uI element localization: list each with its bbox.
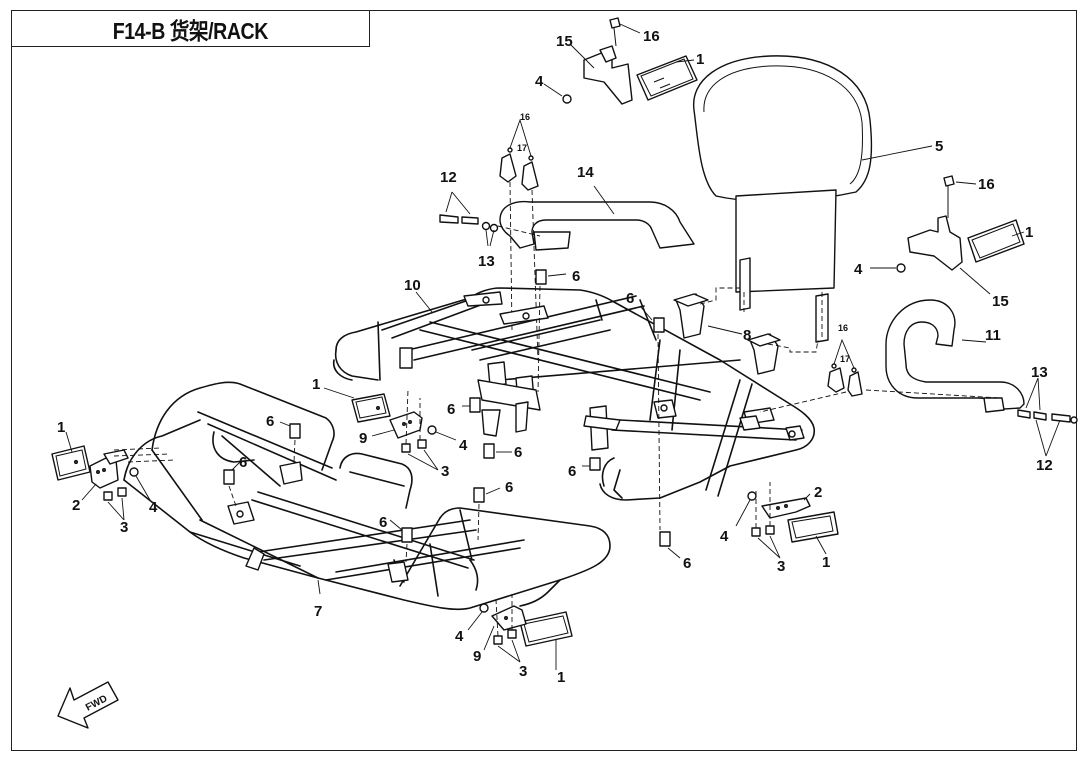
callout-16-right: 16 [978, 176, 995, 193]
callout-6-f: 6 [239, 454, 247, 471]
front-rack-7 [123, 381, 611, 611]
nut-4-bottom [479, 603, 489, 613]
rear-rack-10 [332, 287, 816, 501]
reflector-bracket-lowright [761, 497, 811, 519]
callout-7: 7 [314, 603, 322, 620]
reflector-bracket-mid [389, 411, 423, 439]
reflector-bracket-bottom [491, 605, 527, 631]
callout-10: 10 [404, 277, 421, 294]
mount-clips-right [759, 338, 1001, 413]
callout-11: 11 [985, 327, 1001, 344]
callout-6-h: 6 [505, 479, 513, 496]
callout-6-e: 6 [266, 413, 274, 430]
nut-4-left [129, 467, 139, 477]
callout-16-small-a: 16 [520, 112, 530, 122]
callout-6-a: 6 [572, 268, 580, 285]
callout-4-right: 4 [854, 261, 863, 278]
screws-3-bottom [493, 594, 521, 663]
callout-1-top: 1 [696, 51, 704, 68]
callout-2-left: 2 [72, 497, 80, 514]
reflector-bracket-right [907, 215, 963, 271]
callout-1-right: 1 [1025, 224, 1033, 241]
callout-3-left: 3 [120, 519, 128, 536]
callout-15-right: 15 [992, 293, 1009, 310]
callout-3-mid: 3 [441, 463, 449, 480]
callout-1-lowright: 1 [822, 554, 830, 571]
callout-16-top: 16 [643, 28, 660, 45]
page-title: F14-B 货架/RACK [112, 17, 269, 44]
callout-4-mid: 4 [459, 437, 468, 454]
grab-bar-14 [499, 200, 695, 251]
callout-3-right: 3 [777, 558, 785, 575]
callout-4-bottom: 4 [455, 628, 464, 645]
bolt-16-top [609, 17, 621, 47]
reflector-lowright [787, 511, 839, 543]
bolt-16-right [943, 175, 955, 218]
grab-bar-11 [885, 299, 1025, 413]
drawing-frame [11, 10, 1077, 751]
callout-2-right: 2 [814, 484, 822, 501]
nut-4-mid [427, 425, 437, 435]
callout-6-b: 6 [626, 290, 634, 307]
callout-9-a: 9 [359, 430, 367, 447]
callout-17-small-b: 17 [840, 354, 850, 364]
callout-8: 8 [743, 327, 751, 344]
bolts-12-13-right [1017, 377, 1078, 457]
bolts-12-13-left [439, 191, 541, 247]
mount-clips-upper [499, 118, 539, 191]
callout-12-right: 12 [1036, 457, 1053, 474]
callout-4-lowright: 4 [720, 528, 729, 545]
reflector-left [51, 445, 91, 481]
callout-1-bottom: 1 [557, 669, 565, 686]
callout-6-i: 6 [379, 514, 387, 531]
screws-3-lowright [751, 482, 781, 559]
callout-13-right: 13 [1031, 364, 1048, 381]
reflector-bracket-top [583, 45, 633, 105]
stanchion-sleeves-8 [673, 287, 819, 375]
fwd-arrow-icon [57, 681, 119, 729]
callout-6-j: 6 [683, 555, 691, 572]
title-block: F14-B 货架/RACK [11, 10, 370, 47]
nut-4-lowright [747, 491, 757, 501]
reflector-bracket-left [89, 449, 129, 489]
callout-14: 14 [577, 164, 594, 181]
reflector-bottom [519, 611, 573, 647]
callout-3-bottom: 3 [519, 663, 527, 680]
callout-4-top: 4 [535, 73, 544, 90]
reflector-mid [351, 393, 391, 423]
callout-1-mid: 1 [312, 376, 320, 393]
callout-15-top: 15 [556, 33, 573, 50]
callout-4-left: 4 [149, 499, 158, 516]
reflector-right [967, 219, 1025, 263]
callout-9-bottom: 9 [473, 648, 481, 665]
callout-5: 5 [935, 138, 943, 155]
bolts-6-front [223, 423, 485, 563]
callout-17-small-a: 17 [517, 143, 527, 153]
screws-3-left [103, 487, 127, 521]
backrest-pad [693, 55, 873, 343]
nut-4-right [896, 263, 906, 273]
callout-12-left: 12 [440, 169, 457, 186]
callout-16-small-b: 16 [838, 323, 848, 333]
nut-4-top [562, 94, 572, 104]
callout-6-d: 6 [514, 444, 522, 461]
callout-6-g: 6 [568, 463, 576, 480]
callout-13-left: 13 [478, 253, 495, 270]
screws-3-mid [401, 389, 439, 471]
callout-6-c: 6 [447, 401, 455, 418]
callout-1-left: 1 [57, 419, 65, 436]
reflector-top [636, 55, 698, 101]
